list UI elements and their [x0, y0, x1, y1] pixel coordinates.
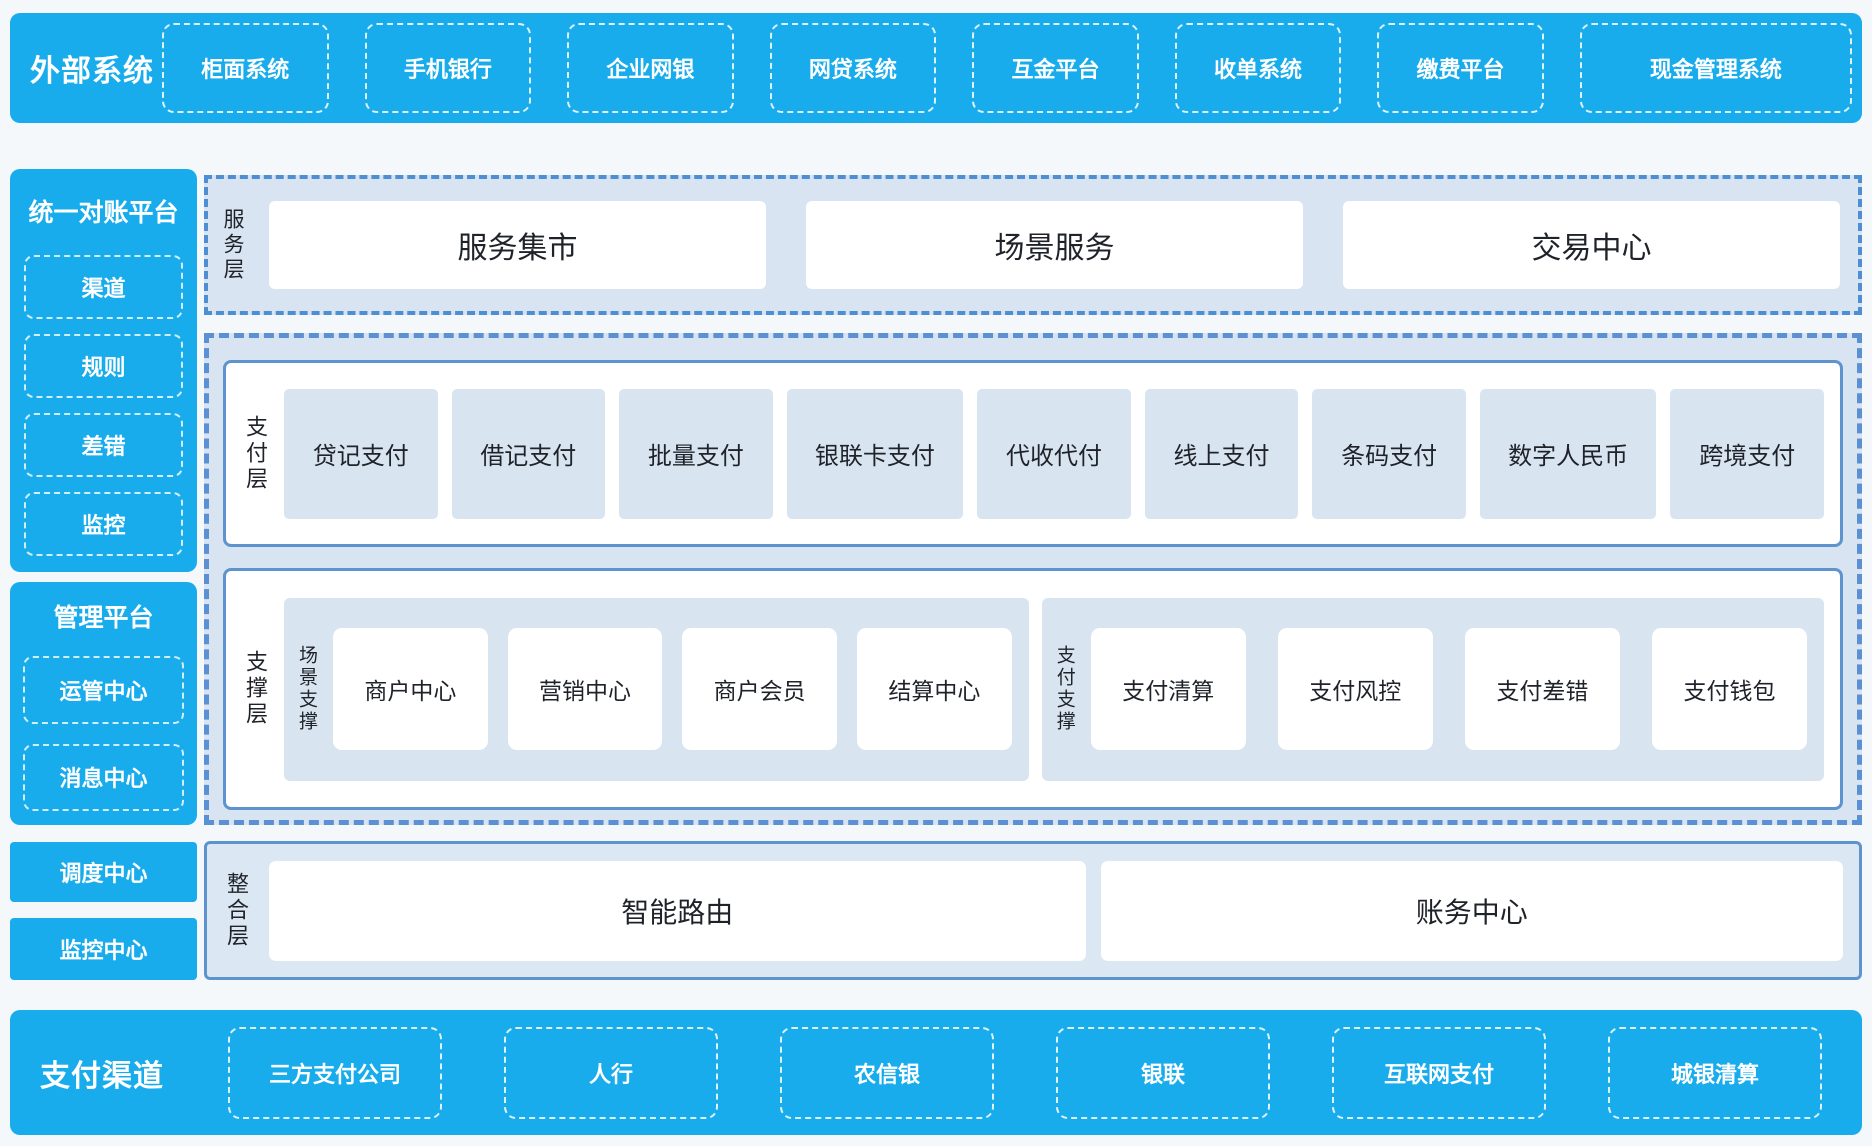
- external-system-item: 柜面系统: [162, 23, 329, 113]
- payment-channels-title: 支付渠道: [40, 1059, 164, 1093]
- service-layer: 服务层 服务集市 场景服务 交易中心: [204, 175, 1862, 315]
- monitoring-center-block: 监控中心: [10, 918, 197, 980]
- external-system-item: 互金平台: [972, 23, 1139, 113]
- scene-support-card: 结算中心: [857, 628, 1012, 750]
- payment-channel-item: 农信银: [780, 1026, 994, 1119]
- main-area: 服务层 服务集市 场景服务 交易中心 支付层 贷记支付 借记支付 批量支付 银联…: [204, 169, 1862, 980]
- external-system-item: 手机银行: [364, 23, 532, 113]
- dispatch-center-block: 调度中心: [10, 842, 197, 902]
- core-layers-container: 支付层 贷记支付 借记支付 批量支付 银联卡支付 代收代付 线上支付 条码支付 …: [204, 333, 1862, 825]
- payment-channel-item: 三方支付公司: [228, 1026, 442, 1119]
- payment-item: 借记支付: [451, 388, 606, 519]
- payment-item: 线上支付: [1144, 388, 1299, 519]
- payment-support-card: 支付钱包: [1651, 628, 1807, 750]
- scene-support-group: 场景支撑 商户中心 营销中心 商户会员 结算中心: [284, 597, 1029, 781]
- payment-channel-item: 互联网支付: [1332, 1026, 1546, 1119]
- support-layer-label: 支撑层: [243, 650, 268, 728]
- payment-item: 贷记支付: [284, 388, 438, 519]
- payment-item: 跨境支付: [1670, 388, 1824, 519]
- integration-layer-label: 整合层: [224, 871, 249, 950]
- support-layer: 支撑层 场景支撑 商户中心 营销中心 商户会员 结算中心: [223, 568, 1843, 810]
- service-cards: 服务集市 场景服务 交易中心: [269, 201, 1840, 289]
- payment-support-card: 支付清算: [1090, 628, 1246, 750]
- payment-support-card: 支付风控: [1277, 628, 1433, 750]
- payment-support-card: 支付差错: [1464, 628, 1620, 750]
- service-card: 场景服务: [806, 201, 1303, 289]
- payment-layer: 支付层 贷记支付 借记支付 批量支付 银联卡支付 代收代付 线上支付 条码支付 …: [223, 360, 1843, 547]
- payment-item: 银联卡支付: [786, 388, 964, 519]
- left-sidebar: 统一对账平台 渠道 规则 差错 监控 管理平台 运管中心 消息中心 调度中心 监…: [10, 169, 197, 980]
- integration-layer: 整合层 智能路由 账务中心: [204, 841, 1862, 980]
- service-card: 服务集市: [269, 201, 766, 289]
- service-layer-label: 服务层: [221, 207, 244, 283]
- payment-support-group: 支付支撑 支付清算 支付风控 支付差错 支付钱包: [1041, 597, 1824, 781]
- scene-support-card: 商户中心: [333, 628, 488, 750]
- reconciliation-platform-title: 统一对账平台: [28, 199, 179, 227]
- external-systems-title: 外部系统: [30, 55, 154, 88]
- integration-card: 账务中心: [1100, 860, 1843, 961]
- reconciliation-platform-panel: 统一对账平台 渠道 规则 差错 监控: [10, 169, 197, 572]
- reconciliation-item: 规则: [24, 334, 183, 398]
- external-system-item: 缴费平台: [1377, 23, 1544, 113]
- integration-cards: 智能路由 账务中心: [269, 860, 1843, 961]
- external-system-item: 收单系统: [1174, 23, 1342, 113]
- payment-item: 条码支付: [1312, 388, 1466, 519]
- support-groups: 场景支撑 商户中心 营销中心 商户会员 结算中心 支付支撑 支付清算: [284, 597, 1824, 781]
- management-item: 消息中心: [23, 743, 184, 811]
- external-system-item: 企业网银: [567, 23, 734, 113]
- integration-card: 智能路由: [269, 860, 1086, 961]
- payment-item: 代收代付: [977, 388, 1131, 519]
- payment-item: 数字人民币: [1479, 388, 1657, 519]
- reconciliation-item: 监控: [24, 492, 183, 556]
- management-platform-title: 管理平台: [53, 604, 154, 632]
- external-systems-band: 外部系统 柜面系统 手机银行 企业网银 网贷系统 互金平台 收单系统 缴费平台 …: [10, 13, 1862, 123]
- reconciliation-item: 差错: [24, 413, 183, 477]
- middle-row: 统一对账平台 渠道 规则 差错 监控 管理平台 运管中心 消息中心 调度中心 监…: [10, 169, 1862, 980]
- payment-support-cards: 支付清算 支付风控 支付差错 支付钱包: [1090, 628, 1807, 750]
- external-system-item: 网贷系统: [769, 23, 937, 113]
- scene-support-card: 营销中心: [507, 628, 663, 750]
- payment-item: 批量支付: [619, 388, 773, 519]
- payment-support-label: 支付支撑: [1053, 645, 1075, 733]
- payment-channel-item: 人行: [504, 1026, 718, 1119]
- management-platform-panel: 管理平台 运管中心 消息中心: [10, 582, 197, 825]
- payment-channel-item: 银联: [1056, 1026, 1270, 1119]
- scene-support-cards: 商户中心 营销中心 商户会员 结算中心: [333, 628, 1012, 750]
- payment-channels-band: 支付渠道 三方支付公司 人行 农信银 银联 互联网支付 城银清算: [10, 1010, 1862, 1135]
- management-items: 运管中心 消息中心: [23, 656, 184, 811]
- reconciliation-items: 渠道 规则 差错 监控: [24, 255, 183, 556]
- payment-channels-items: 三方支付公司 人行 农信银 银联 互联网支付 城银清算: [228, 1026, 1822, 1119]
- service-card: 交易中心: [1343, 201, 1840, 289]
- external-systems-items: 柜面系统 手机银行 企业网银 网贷系统 互金平台 收单系统 缴费平台 现金管理系…: [162, 23, 1853, 113]
- scene-support-card: 商户会员: [682, 628, 838, 750]
- reconciliation-item: 渠道: [24, 255, 183, 319]
- payment-items: 贷记支付 借记支付 批量支付 银联卡支付 代收代付 线上支付 条码支付 数字人民…: [284, 388, 1824, 519]
- scene-support-label: 场景支撑: [296, 645, 317, 733]
- payment-layer-label: 支付层: [243, 414, 268, 493]
- payment-channel-item: 城银清算: [1608, 1026, 1822, 1119]
- management-item: 运管中心: [23, 656, 184, 724]
- external-system-item: 现金管理系统: [1579, 23, 1853, 113]
